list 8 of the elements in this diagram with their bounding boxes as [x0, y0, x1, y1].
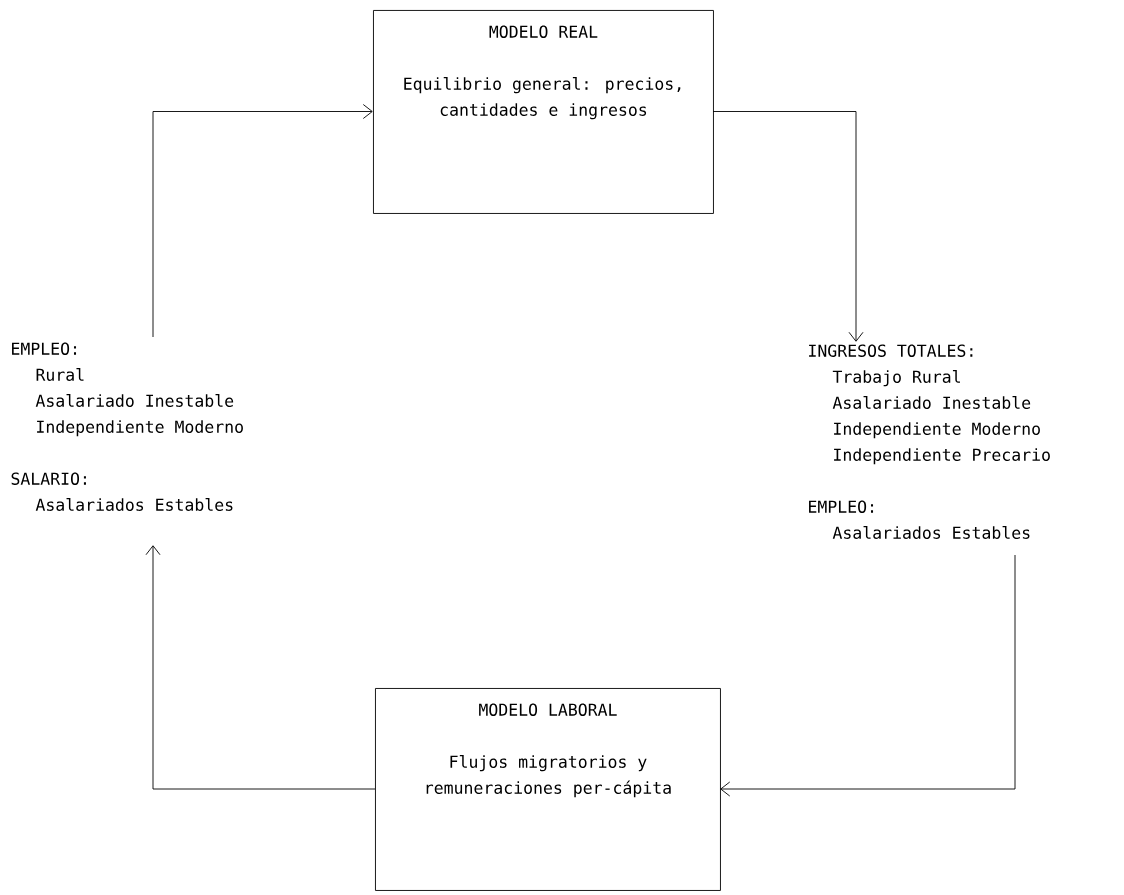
arrow — [152, 104, 373, 338]
process-box: MODELO LABORAL Flujos migratorios y remuneraciones per-cápita — [375, 688, 721, 891]
arrow — [712, 111, 864, 342]
label-text: EMPLEO: Rural Asalariado Inestable Independiente Moderno SALARIO: Asalariados Estables — [11, 342, 243, 511]
arrow — [720, 554, 1016, 797]
process-box: MODELO REAL Equilibrio general: precios, cantidades e ingresos — [373, 10, 714, 214]
arrow — [145, 545, 376, 790]
label-text: INGRESOS TOTALES: Trabajo Rural Asalariado Inestable Independiente Moderno Independiente Precario EMPLEO: Asalariados Estables — [809, 344, 1050, 539]
